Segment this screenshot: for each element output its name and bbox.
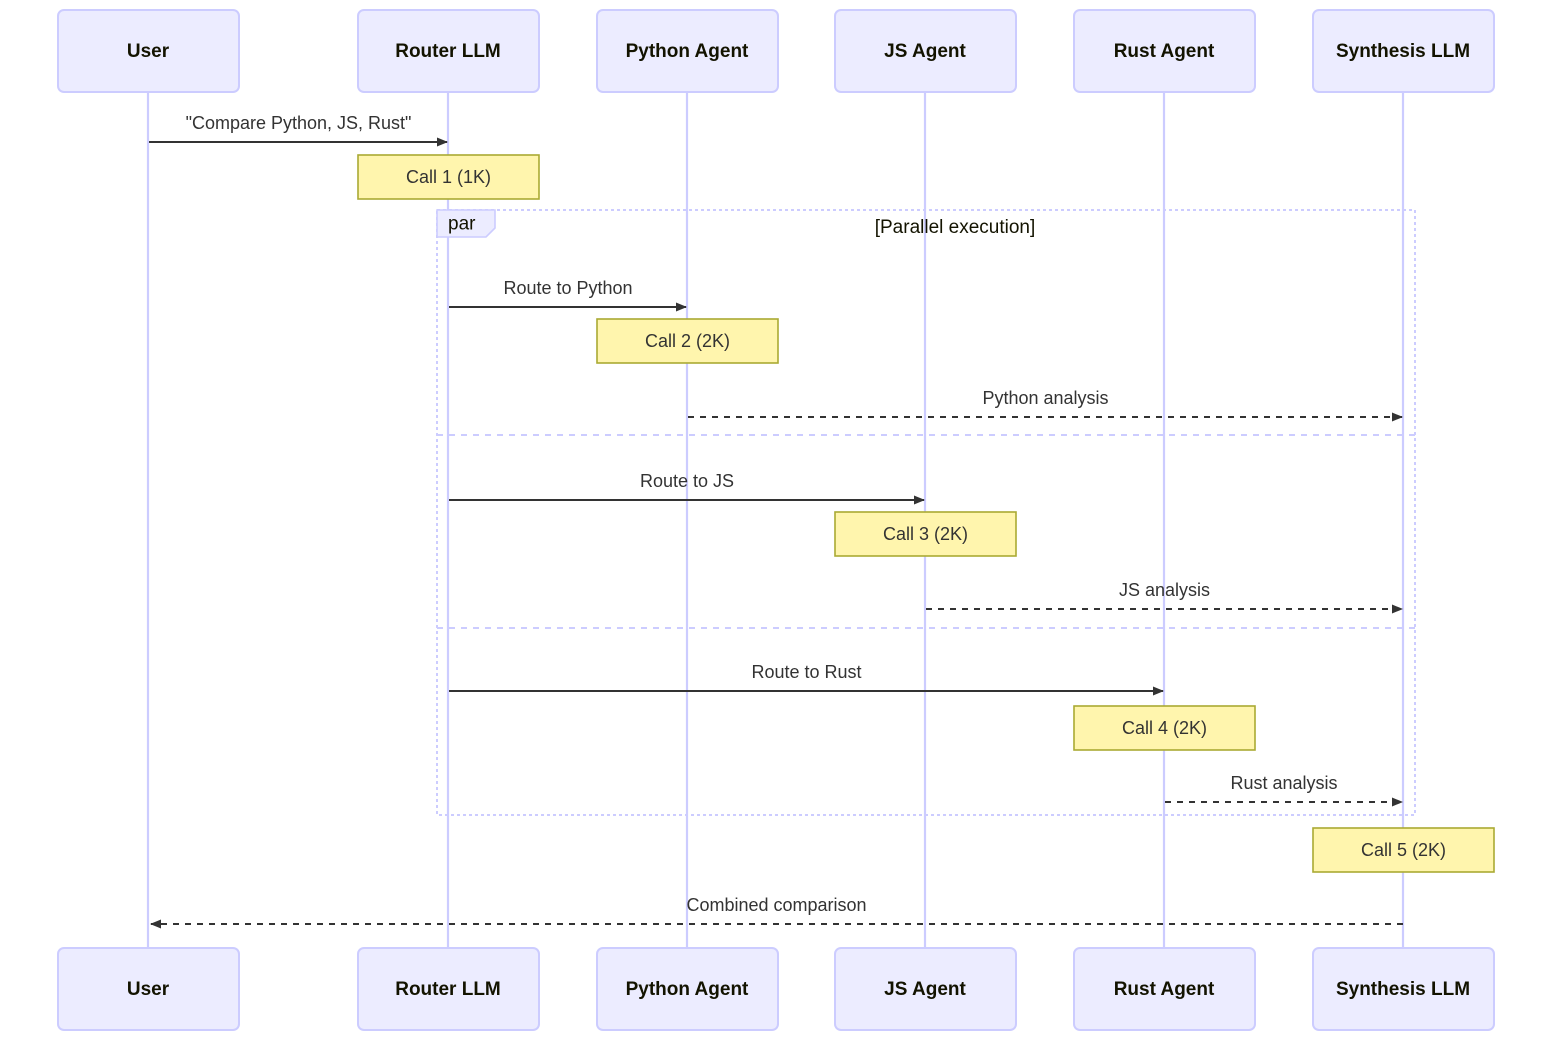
note-n5: Call 5 (2K) (1312, 827, 1495, 873)
messages-group: "Compare Python, JS, Rust" Route to Pytho… (149, 113, 1403, 929)
message-m7: Rust analysis (1165, 773, 1403, 807)
participant-user-top[interactable]: User (57, 9, 240, 93)
participant-synthesis-bottom[interactable]: Synthesis LLM (1312, 947, 1495, 1031)
note-label-n1: Call 1 (1K) (406, 167, 491, 187)
par-block: par [Parallel execution] (436, 209, 1416, 816)
par-label-tab (436, 209, 496, 238)
note-n2: Call 2 (2K) (596, 318, 779, 364)
message-m4: Route to JS (449, 471, 925, 505)
participant-label-js-bottom: JS Agent (884, 979, 966, 1000)
par-title-text: [Parallel execution] (875, 217, 1036, 238)
message-m3: Python analysis (688, 388, 1403, 422)
note-label-n2: Call 2 (2K) (645, 331, 730, 351)
participant-label-rust-top: Rust Agent (1114, 41, 1215, 62)
participant-python-top[interactable]: Python Agent (596, 9, 779, 93)
message-m2: Route to Python (449, 278, 687, 312)
note-label-n3: Call 3 (2K) (883, 524, 968, 544)
participant-rust-bottom[interactable]: Rust Agent (1073, 947, 1256, 1031)
note-n3: Call 3 (2K) (834, 511, 1017, 557)
message-label-m3: Python analysis (982, 388, 1108, 408)
message-m8: Combined comparison (150, 895, 1403, 929)
note-label-n4: Call 4 (2K) (1122, 718, 1207, 738)
participant-label-js-top: JS Agent (884, 41, 966, 62)
participant-router-top[interactable]: Router LLM (357, 9, 540, 93)
message-label-m1: "Compare Python, JS, Rust" (186, 113, 412, 133)
participant-js-bottom[interactable]: JS Agent (834, 947, 1017, 1031)
participant-label-router-bottom: Router LLM (395, 979, 501, 1000)
par-label-text: par (448, 214, 476, 235)
participant-label-python-top: Python Agent (626, 41, 749, 62)
participant-user-bottom[interactable]: User (57, 947, 240, 1031)
participant-js-top[interactable]: JS Agent (834, 9, 1017, 93)
participant-label-router-top: Router LLM (395, 41, 501, 62)
message-label-m2: Route to Python (503, 278, 632, 298)
message-m6: Route to Rust (449, 662, 1164, 696)
participant-python-bottom[interactable]: Python Agent (596, 947, 779, 1031)
note-n1: Call 1 (1K) (357, 154, 540, 200)
note-n4: Call 4 (2K) (1073, 705, 1256, 751)
notes-group: Call 1 (1K) Call 2 (2K) Call 3 (2K) Call 4 … (357, 154, 1495, 873)
participant-label-python-bottom: Python Agent (626, 979, 749, 1000)
participant-rust-top[interactable]: Rust Agent (1073, 9, 1256, 93)
par-frame (436, 209, 1416, 816)
participant-synthesis-top[interactable]: Synthesis LLM (1312, 9, 1495, 93)
note-label-n5: Call 5 (2K) (1361, 840, 1446, 860)
message-label-m7: Rust analysis (1230, 773, 1337, 793)
message-label-m4: Route to JS (640, 471, 734, 491)
participant-label-user-bottom: User (127, 979, 170, 1000)
participant-label-synthesis-top: Synthesis LLM (1336, 41, 1470, 62)
participant-label-synthesis-bottom: Synthesis LLM (1336, 979, 1470, 1000)
message-label-m8: Combined comparison (686, 895, 866, 915)
message-m1: "Compare Python, JS, Rust" (149, 113, 448, 147)
message-m5: JS analysis (926, 580, 1403, 614)
participant-router-bottom[interactable]: Router LLM (357, 947, 540, 1031)
message-label-m5: JS analysis (1119, 580, 1210, 600)
message-label-m6: Route to Rust (751, 662, 861, 682)
participant-label-rust-bottom: Rust Agent (1114, 979, 1215, 1000)
lifelines-group (146, 92, 1405, 948)
participant-label-user-top: User (127, 41, 170, 62)
